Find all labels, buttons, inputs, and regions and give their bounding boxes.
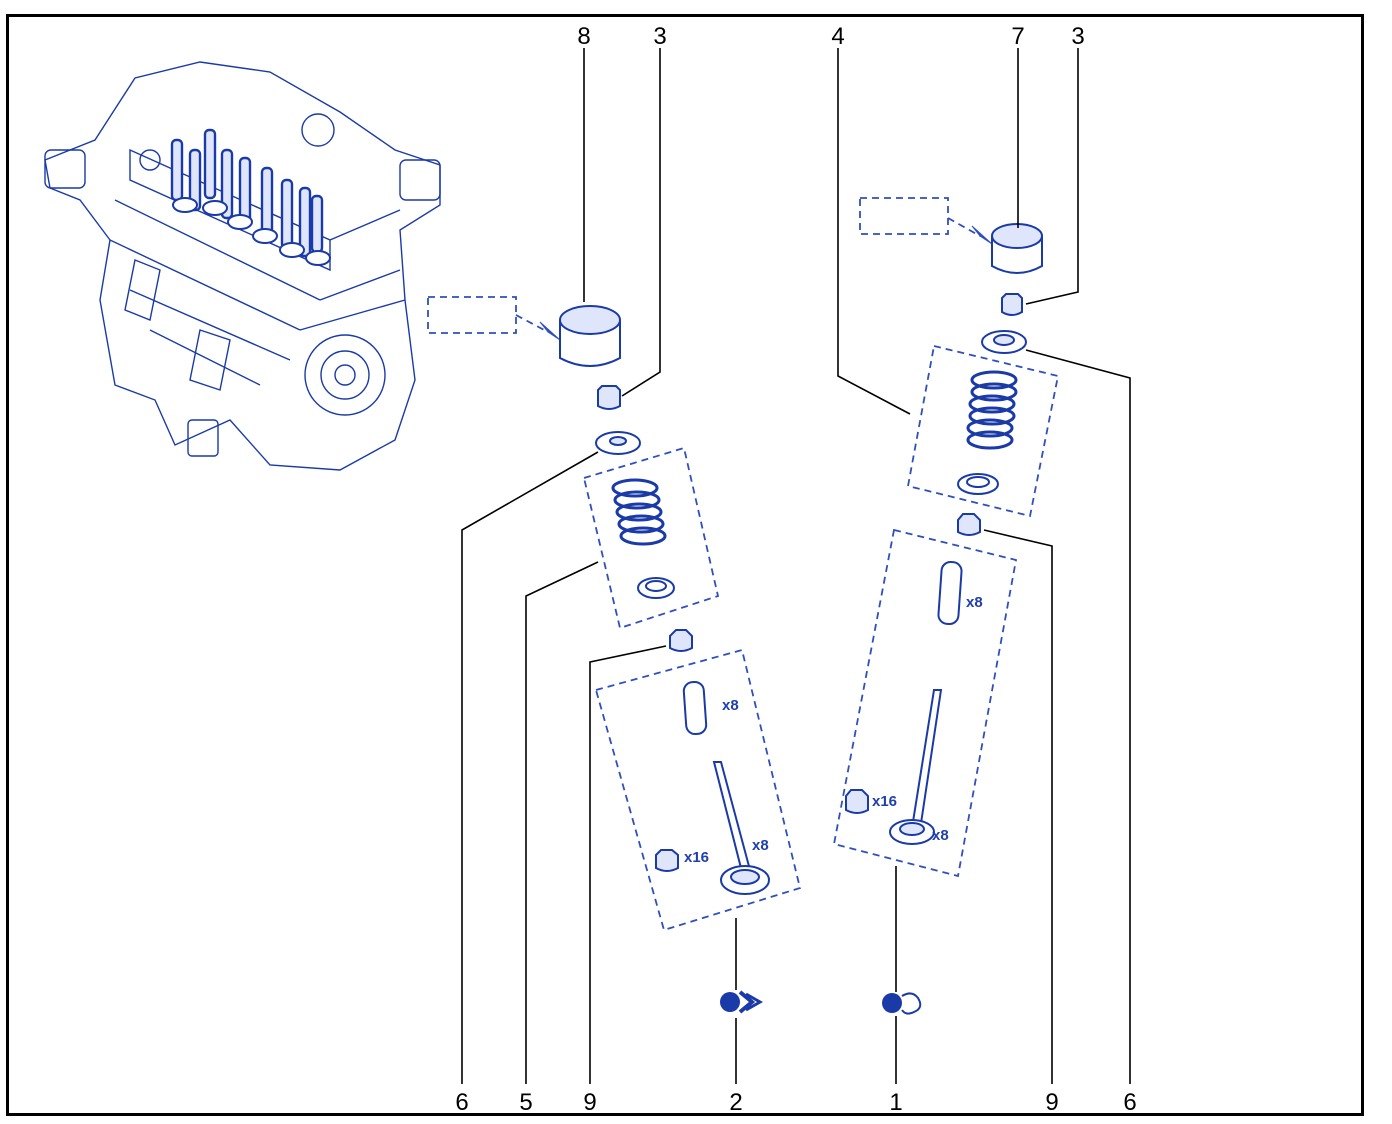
spring-right <box>966 370 1018 450</box>
callout-2: 2 <box>729 1089 742 1116</box>
qty-intake-seal: x16 <box>684 849 709 866</box>
valve-guide-right <box>937 560 963 626</box>
intake-symbol-icon <box>720 990 764 1014</box>
callout-7: 7 <box>1011 23 1024 50</box>
tappet-right <box>991 223 1043 274</box>
valve-guide-left <box>682 680 708 736</box>
reference-arrow-right <box>947 217 981 237</box>
leader-lines <box>461 48 1131 1084</box>
spring-seat-right <box>957 473 999 495</box>
callout-8: 8 <box>577 23 590 50</box>
stem-seal-left <box>669 629 693 652</box>
valve-exhaust <box>889 689 943 845</box>
stem-seal-right <box>957 513 981 536</box>
callout-9-left: 9 <box>583 1089 596 1116</box>
spring-group-box-left <box>582 446 720 630</box>
arrow-head-right <box>971 225 993 245</box>
reference-box-right <box>859 197 949 235</box>
spring-group-box-right <box>906 344 1060 518</box>
retainer-left <box>595 431 641 455</box>
diagram-frame <box>6 14 1364 1116</box>
valve-group-box-right <box>832 528 1018 878</box>
qty-exhaust-valve: x8 <box>932 827 949 844</box>
qty-exhaust-guide: x8 <box>966 594 983 611</box>
collet-right <box>1001 293 1023 316</box>
exhaust-symbol-icon <box>882 992 922 1015</box>
engine-illustration <box>44 61 441 471</box>
arrow-head-left <box>539 321 561 341</box>
callout-4: 4 <box>831 23 844 50</box>
callout-6-left: 6 <box>455 1089 468 1116</box>
callout-3-right: 3 <box>1071 23 1084 50</box>
valve-seal-small-left <box>655 849 679 872</box>
spring-seat-left <box>637 577 675 599</box>
callout-1: 1 <box>889 1089 902 1116</box>
reference-arrow-left <box>515 314 549 333</box>
qty-intake-valve: x8 <box>752 837 769 854</box>
qty-exhaust-seal: x16 <box>872 793 897 810</box>
callout-3-left: 3 <box>653 23 666 50</box>
retainer-right <box>981 330 1027 354</box>
callout-5: 5 <box>519 1089 532 1116</box>
reference-box-left <box>427 296 517 334</box>
valve-group-box-left <box>594 648 802 932</box>
qty-intake-guide: x8 <box>722 697 739 714</box>
tappet-left <box>559 305 621 367</box>
spring-left <box>611 478 667 546</box>
valve-seal-small-right <box>845 789 869 814</box>
valve-intake <box>712 761 770 895</box>
callout-6-right: 6 <box>1123 1089 1136 1116</box>
collet-left <box>597 385 621 410</box>
callout-9-right: 9 <box>1045 1089 1058 1116</box>
